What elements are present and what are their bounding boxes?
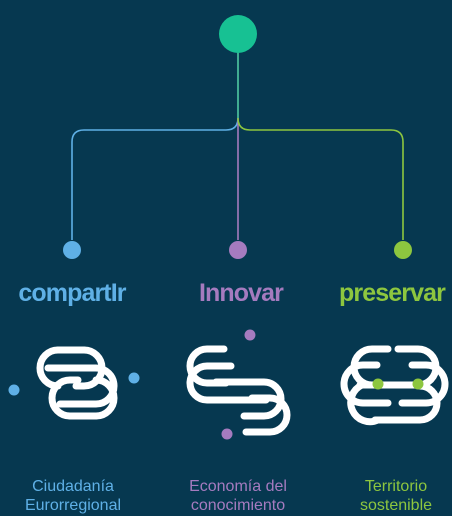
icon-dot-left xyxy=(8,384,20,396)
root-node xyxy=(219,15,257,53)
branch-caption-innovar: Economía del conocimiento xyxy=(158,477,318,515)
branch-title-preservar: preservar xyxy=(339,279,446,307)
branch-title-compartir: compartIr xyxy=(18,279,126,307)
caption-line-1: Ciudadanía xyxy=(32,478,114,495)
caption-line-1: Territorio xyxy=(364,478,428,495)
enclosed-loops-icon xyxy=(340,345,449,426)
connector-preservar xyxy=(237,48,404,240)
connector-compartir xyxy=(71,48,239,240)
caption-line-2: conocimiento xyxy=(190,497,286,514)
branch-caption-compartir: Ciudadanía Eurorregional xyxy=(0,477,153,515)
icon-dot-right xyxy=(128,372,140,384)
caption-line-2: Eurorregional xyxy=(24,497,122,514)
icon-dot-bottom xyxy=(221,428,233,440)
interlinked-loops-icon xyxy=(36,346,118,420)
node-dot-preservar xyxy=(394,241,412,259)
caption-line-1: Economía del xyxy=(189,478,287,495)
node-dot-compartir xyxy=(63,241,81,259)
branch-connectors xyxy=(71,48,404,240)
branch-title-innovar: Innovar xyxy=(199,279,284,307)
icon-dot-inner-left xyxy=(372,378,384,390)
icon-dot-top xyxy=(244,329,256,341)
node-dot-innovar xyxy=(229,241,247,259)
branch-caption-preservar: Territorio sostenible xyxy=(316,477,452,515)
caption-line-2: sostenible xyxy=(359,497,433,514)
icon-dot-inner-right xyxy=(412,378,424,390)
offset-loops-icon xyxy=(186,345,291,436)
